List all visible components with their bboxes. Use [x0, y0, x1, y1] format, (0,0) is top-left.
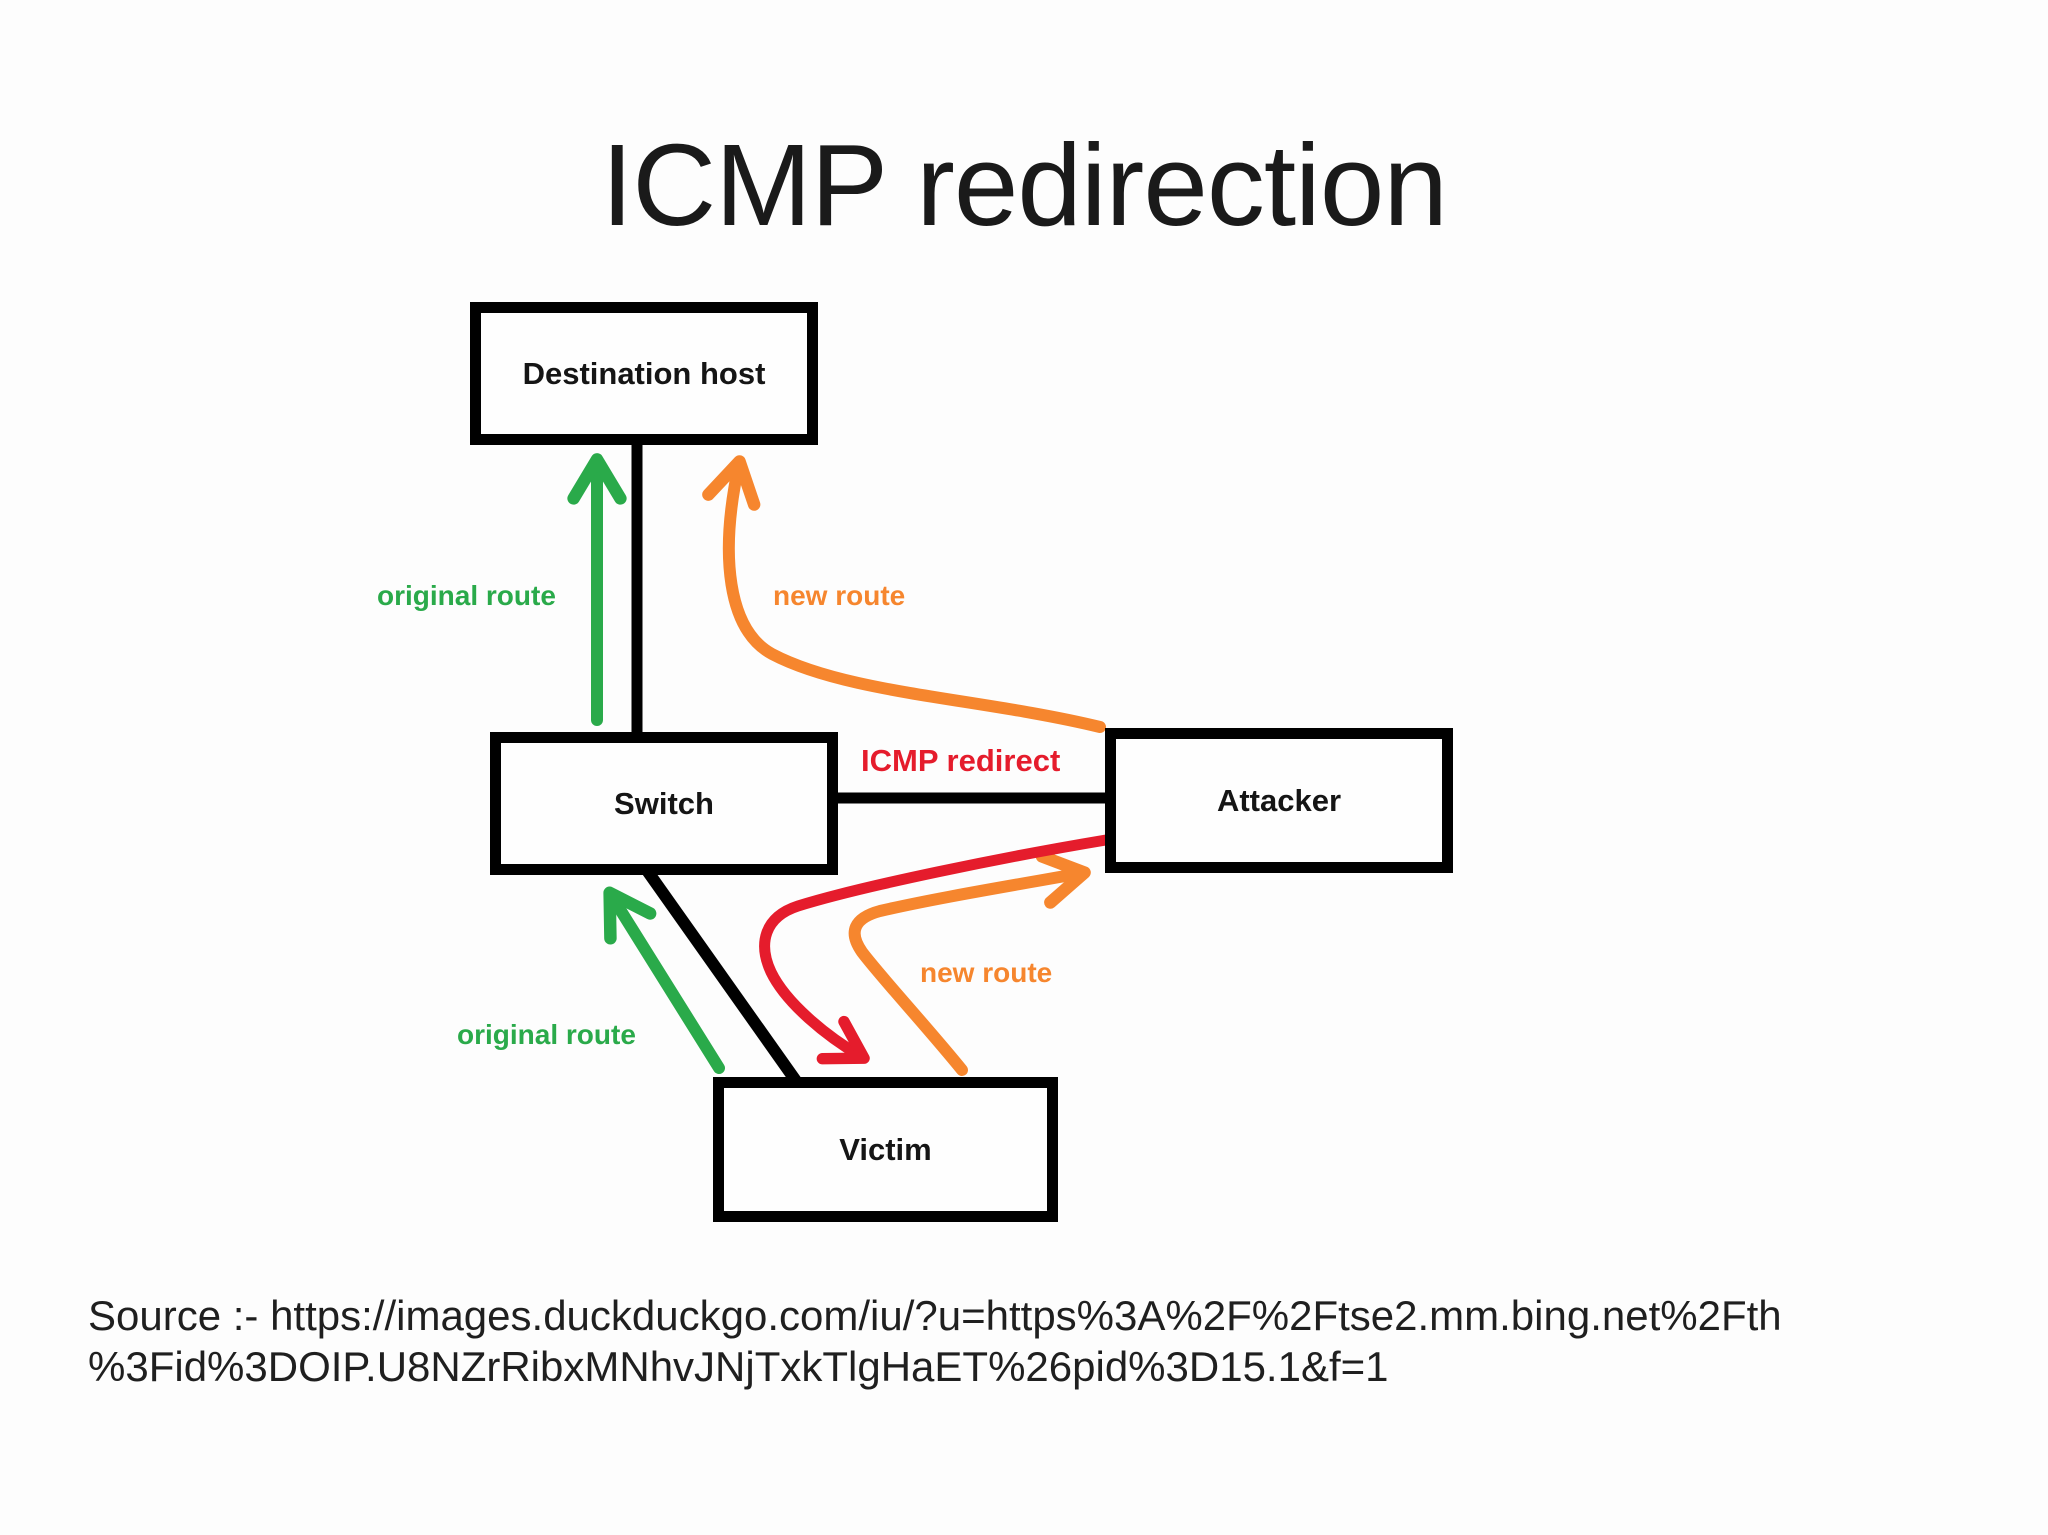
source-line-2: %3Fid%3DOIP.U8NZrRibxMNhvJNjTxkTlgHaET%2… [88, 1343, 1389, 1390]
label-original-route-bottom: original route [457, 1019, 636, 1050]
node-victim: Victim [713, 1077, 1058, 1222]
original-route-arrow-victim-to-switch [603, 886, 725, 1074]
icmp-redirect-arrow-attacker-to-victim [759, 834, 1112, 1065]
link-switch-victim [641, 865, 801, 1085]
label-icmp-redirect: ICMP redirect [861, 743, 1061, 778]
node-switch: Switch [490, 732, 838, 875]
label-original-route-top: original route [377, 580, 556, 611]
label-new-route-top: new route [773, 580, 906, 611]
label-new-route-bottom: new route [920, 957, 1053, 988]
page-title: ICMP redirection [601, 120, 1448, 250]
node-destination-host: Destination host [470, 302, 818, 445]
node-switch-label: Switch [614, 785, 714, 821]
node-attacker: Attacker [1105, 728, 1453, 873]
node-destination-host-label: Destination host [522, 355, 766, 391]
source-caption: Source :- https://images.duckduckgo.com/… [88, 1290, 1782, 1392]
source-line-1: Source :- https://images.duckduckgo.com/… [88, 1292, 1782, 1339]
node-attacker-label: Attacker [1216, 782, 1342, 818]
node-victim-label: Victim [839, 1131, 932, 1167]
new-route-arrow-attacker-to-destination [702, 455, 1106, 733]
new-route-arrow-victim-to-attacker [848, 850, 1091, 1076]
